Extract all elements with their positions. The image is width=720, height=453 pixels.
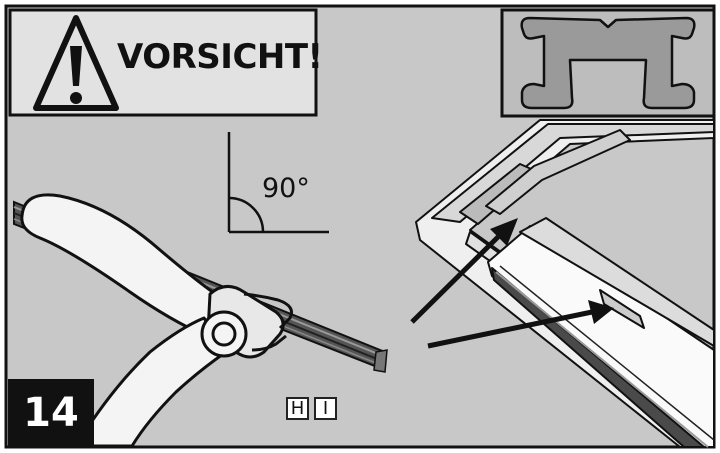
arrow-lower (427, 300, 614, 349)
part-label-i: I (314, 397, 337, 420)
angle-label: 90° (262, 173, 310, 204)
right-angle-symbol (227, 132, 329, 234)
rail-corner-assembly (415, 119, 715, 448)
profile-cross-section-panel (500, 8, 716, 118)
step-number: 14 (8, 379, 94, 447)
warning-triangle-icon (33, 15, 119, 111)
warning-label: VORSICHT! (117, 37, 323, 77)
cutting-pliers (20, 193, 293, 448)
arrow-upper (410, 218, 518, 324)
part-label-h: H (286, 397, 309, 420)
profile-shape (520, 16, 696, 110)
